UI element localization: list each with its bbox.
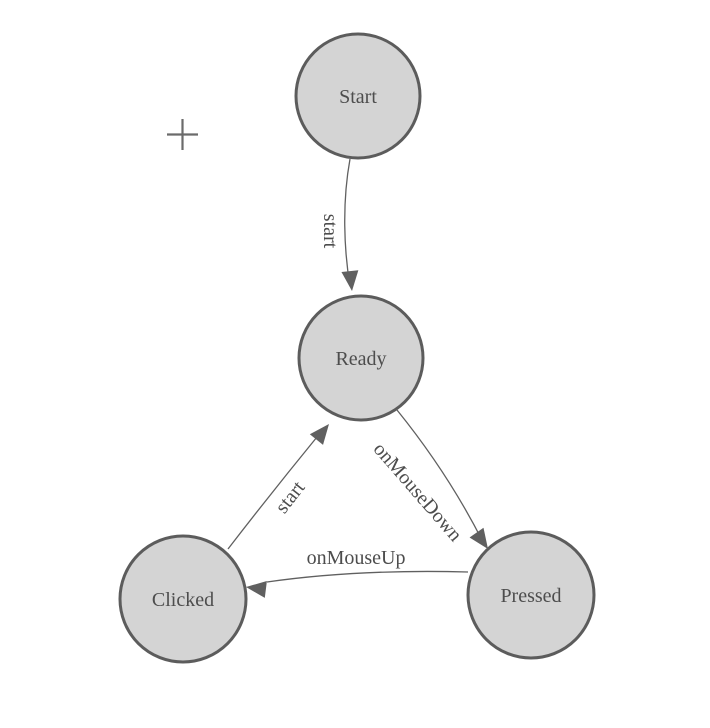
state-circle[interactable] — [118, 534, 248, 664]
transition-pressed-to-clicked: onMouseUp — [246, 547, 469, 598]
arrowhead-icon — [341, 270, 359, 291]
state-label: Ready — [335, 348, 386, 370]
arrowhead-icon — [309, 424, 329, 445]
transition-label: onMouseUp — [307, 547, 406, 569]
arrowhead-icon — [246, 581, 267, 598]
state-node-clicked[interactable]: Clicked — [118, 534, 248, 664]
state-node-ready[interactable]: Ready — [297, 294, 425, 422]
state-label: Clicked — [152, 589, 214, 611]
transition-ready-to-pressed: onMouseDown — [369, 409, 488, 549]
state-node-start[interactable]: Start — [294, 32, 422, 160]
state-circle[interactable] — [297, 294, 425, 422]
state-circle[interactable] — [466, 530, 596, 660]
state-node-pressed[interactable]: Pressed — [466, 530, 596, 660]
add-state-marker[interactable] — [167, 119, 198, 150]
state-circle[interactable] — [294, 32, 422, 160]
state-label: Pressed — [500, 585, 561, 607]
arrowhead-icon — [469, 527, 488, 549]
transition-start-to-ready: start — [319, 158, 359, 291]
state-label: Start — [339, 86, 377, 108]
transition-line[interactable] — [396, 409, 484, 543]
transition-line[interactable] — [266, 570, 469, 583]
transition-label: start — [319, 214, 341, 249]
transition-line[interactable] — [227, 436, 318, 550]
transition-label: start — [271, 477, 310, 518]
transition-label: onMouseDown — [369, 438, 467, 546]
transition-clicked-to-ready: start — [227, 424, 329, 550]
transition-line[interactable] — [344, 158, 351, 287]
